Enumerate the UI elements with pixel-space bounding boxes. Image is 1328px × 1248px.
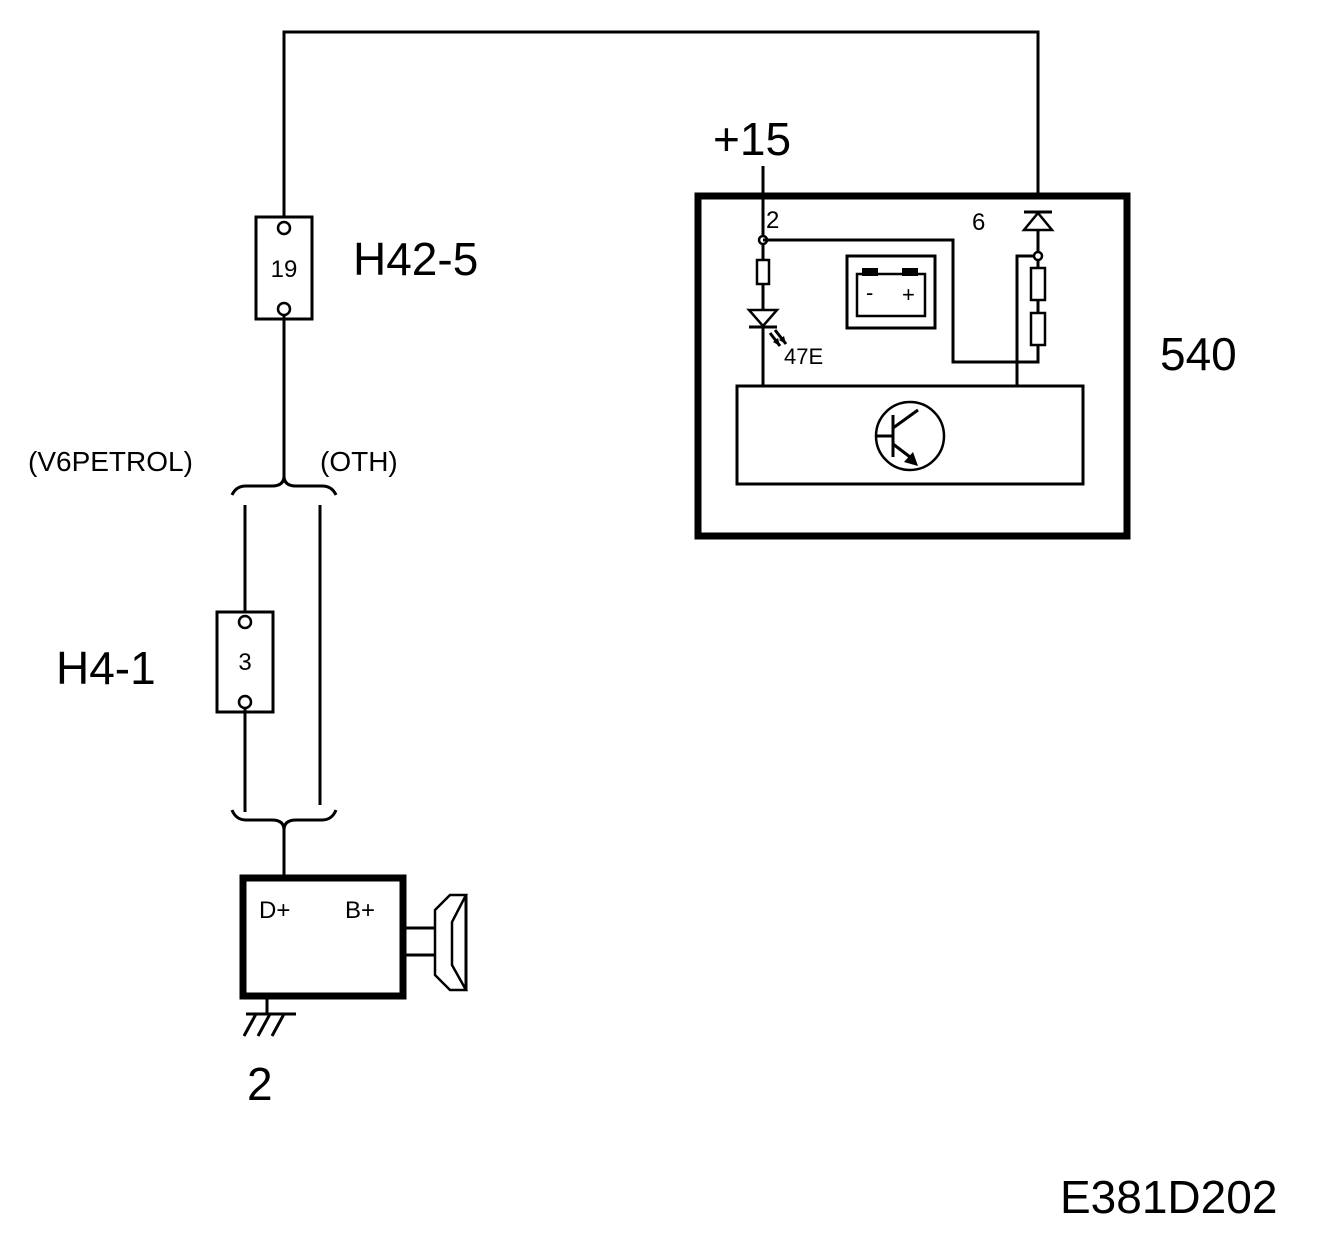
connector-h42-5-pin: 19	[271, 256, 298, 283]
module-id-label: 540	[1160, 328, 1237, 380]
ground-id-label: 2	[247, 1058, 273, 1110]
figure-id-label: E381D202	[1060, 1171, 1277, 1223]
pin-right-label: 6	[972, 209, 985, 236]
battery-icon: - +	[845, 254, 937, 330]
lamp-label: 47E	[784, 344, 823, 369]
transistor-icon	[874, 400, 946, 472]
generator: D+ B+	[239, 874, 469, 1000]
resistor-right-lower-icon	[1029, 311, 1047, 347]
connector-h42-5: 19	[254, 215, 314, 321]
ground-icon	[242, 998, 296, 1037]
connector-h4-1: 3	[215, 610, 275, 714]
wire-pin6	[1015, 230, 1040, 386]
connector-h42-5-label: H42-5	[353, 233, 478, 285]
terminal-d-plus: D+	[259, 897, 290, 924]
terminal-b-plus: B+	[345, 897, 375, 924]
wire-internal	[763, 238, 1017, 364]
connector-h4-1-label: H4-1	[56, 642, 156, 694]
pin-left-label: 2	[766, 207, 779, 234]
variant-right-label: (OTH)	[320, 446, 398, 477]
resistor-right-upper-icon	[1029, 266, 1047, 302]
resistor-left-icon	[755, 258, 771, 286]
lower-brace	[230, 809, 338, 831]
led-icon	[746, 308, 788, 347]
variant-left-label: (V6PETROL)	[28, 446, 193, 477]
upper-brace	[230, 475, 338, 496]
module-540: +15 2 47E - + 6	[694, 113, 1131, 540]
battery-plus-label: +	[902, 282, 915, 307]
connector-h4-1-pin: 3	[238, 649, 251, 676]
battery-minus-label: -	[866, 280, 873, 305]
wire-top-loop	[282, 30, 1040, 222]
supply-label: +15	[713, 113, 791, 165]
pulley-icon	[433, 893, 469, 992]
